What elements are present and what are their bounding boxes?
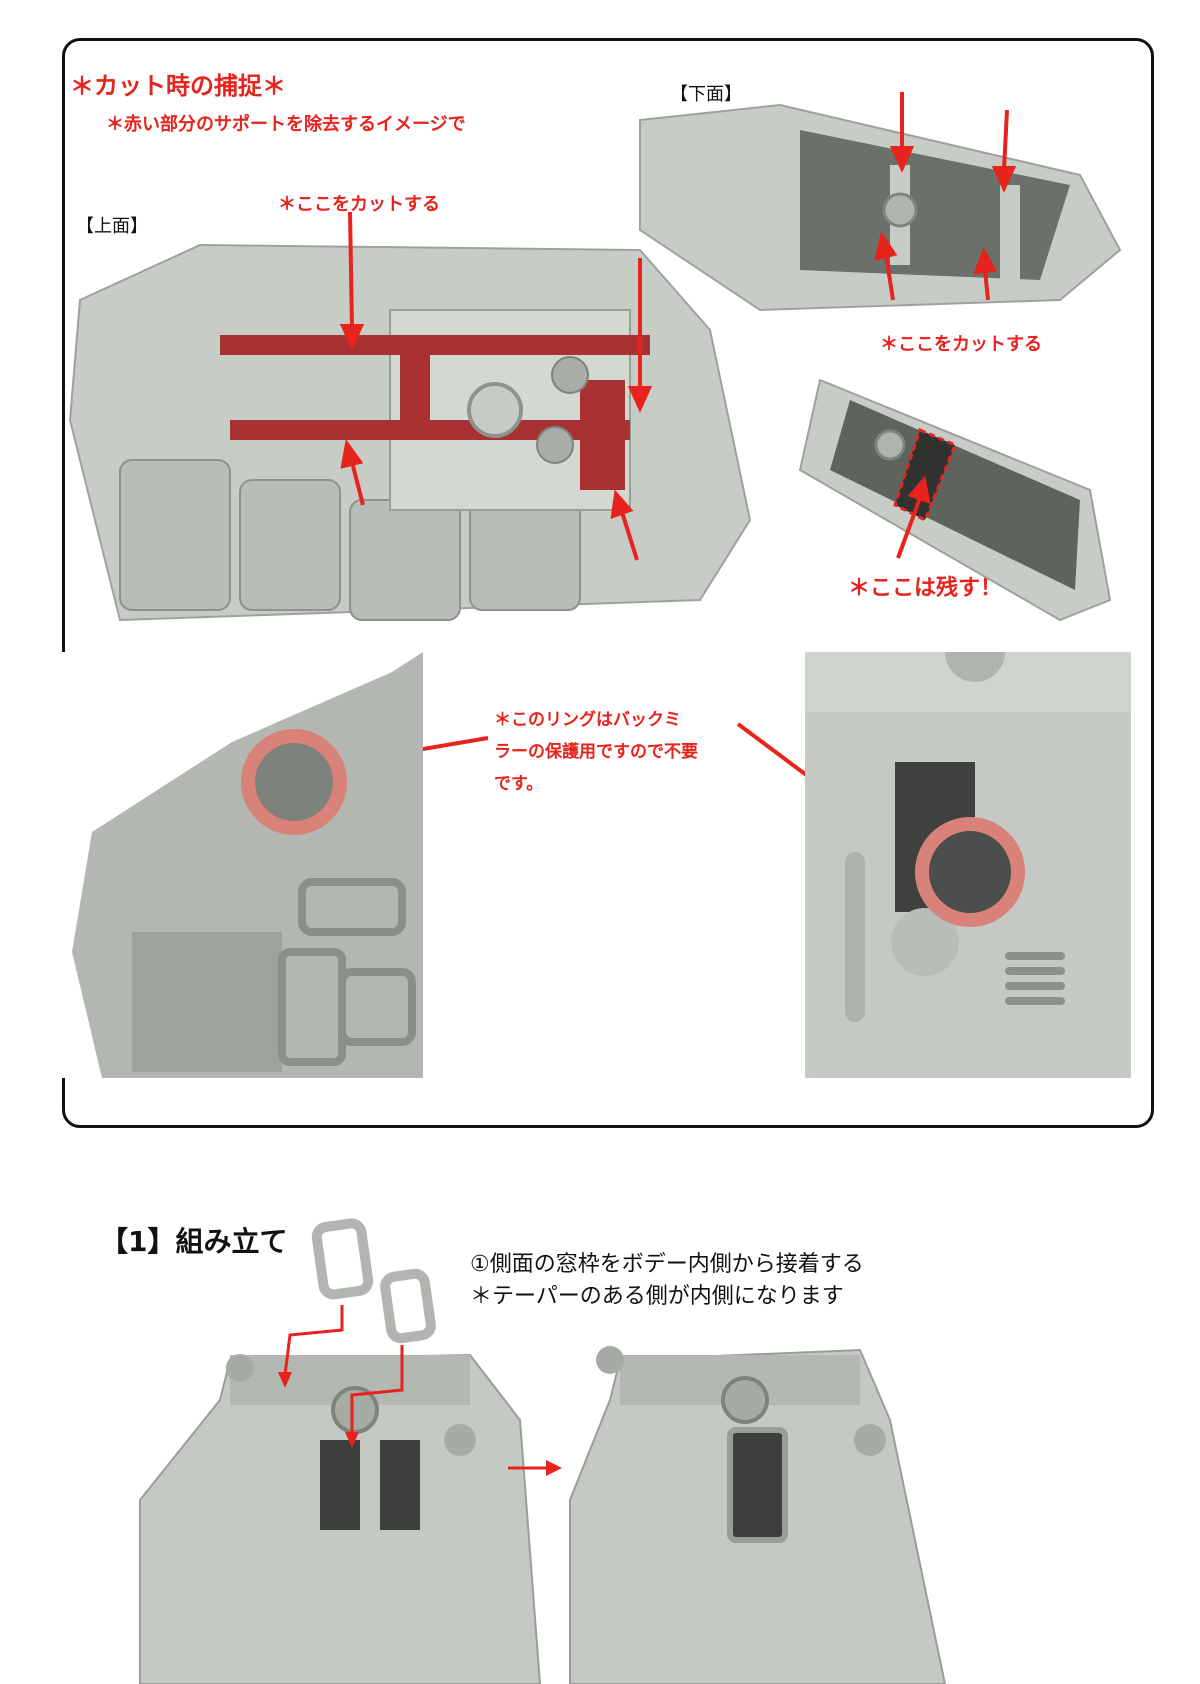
bottom-view-model [639,103,1122,312]
cut-here-top-label: ＊ここをカットする [278,194,440,215]
body-after [569,1346,947,1684]
assembly-heading: 【1】組み立て [100,1225,288,1258]
cut-here-bottom-label: ＊ここをカットする [880,334,1042,355]
keep-view-model [798,378,1112,622]
capture-box-frame [62,38,1154,1128]
assembly-arrows [283,1305,548,1470]
ring-photo-left [62,652,423,1078]
body-before [139,1353,542,1684]
ring-photo-right [805,652,1131,1078]
window-frame-parts [311,1218,436,1344]
capture-subtitle: ＊赤い部分のサポートを除去するイメージで [106,114,466,135]
top-view-model [68,243,752,622]
bottom-view-label: 【下面】 [670,84,742,105]
top-view-label: 【上面】 [76,216,148,237]
assembly-step1-line1: ①側面の窓枠をボデー内側から接着する [470,1252,864,1277]
keep-here-label: ＊ここは残す！ [848,576,1003,601]
ring-note-line-2: ラーの保護用ですので不要 [494,742,698,762]
ring-note-line-1: ＊このリングはバックミ [494,710,681,730]
assembly-arrowheads [278,1372,562,1476]
ring-note: ＊このリングはバックミ ラーの保護用ですので不要 です。 [494,704,698,800]
assembly-step1-line2: ＊テーパーのある側が内側になります [470,1284,844,1309]
capture-title: ＊カット時の捕捉＊ [70,72,286,100]
ring-note-line-3: です。 [494,774,544,794]
